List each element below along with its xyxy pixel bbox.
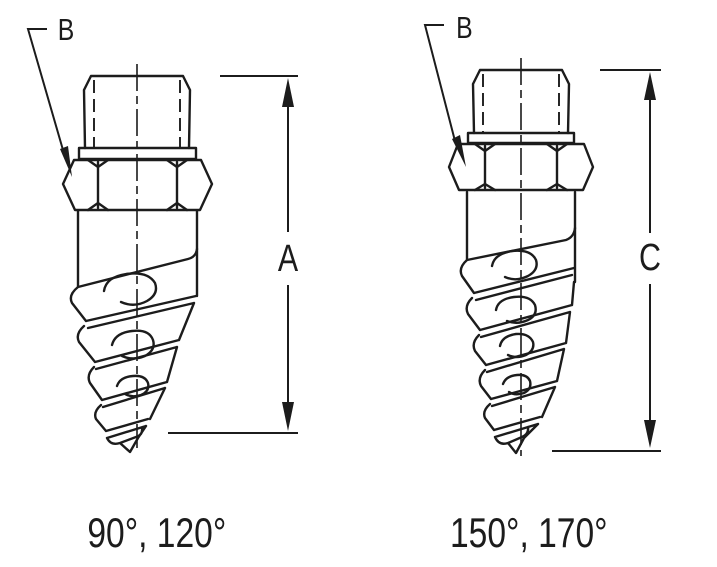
cap-thread-dashes-left [93,80,181,147]
hex-chamfer-marks-left [86,158,189,212]
spiral-right [459,226,577,455]
dim-label-a: A [278,238,298,280]
spiral-inner-loops-left [102,272,158,398]
part-label-b-left: B [58,12,75,46]
hex-facets-right [483,144,559,190]
leader-line-b-left [26,28,64,151]
dim-c-arrow-down [644,420,656,448]
cap-outline-right [471,68,571,135]
spray-angle-caption-left: 90°, 120° [87,511,226,557]
body-right [465,190,577,284]
hex-nut-left [61,158,214,212]
dim-a-arrow-up [282,78,294,107]
dim-label-c: C [639,237,661,279]
leader-line-b-right [423,24,456,142]
dim-c-arrow-up [644,72,656,100]
spiral-inner-loops-right [490,249,538,396]
cap-outline-left [82,74,192,150]
hex-chamfer-marks-right [473,142,569,192]
dim-a-extension-lines [168,75,298,434]
hex-nut-right [447,142,595,192]
leader-arrowhead-b-right [452,135,466,167]
leader-arrowhead-b-left [60,146,72,177]
part-label-b-right: B [456,10,473,44]
spray-angle-caption-right: 150°, 170° [450,511,608,557]
nozzle-left [26,28,298,454]
dim-a-arrow-down [282,402,294,431]
nozzle-right [423,24,661,456]
hex-facets-left [96,160,179,210]
cap-thread-dashes-right [482,74,560,132]
spiral-left [69,247,199,454]
dim-c-extension-lines [552,69,661,452]
